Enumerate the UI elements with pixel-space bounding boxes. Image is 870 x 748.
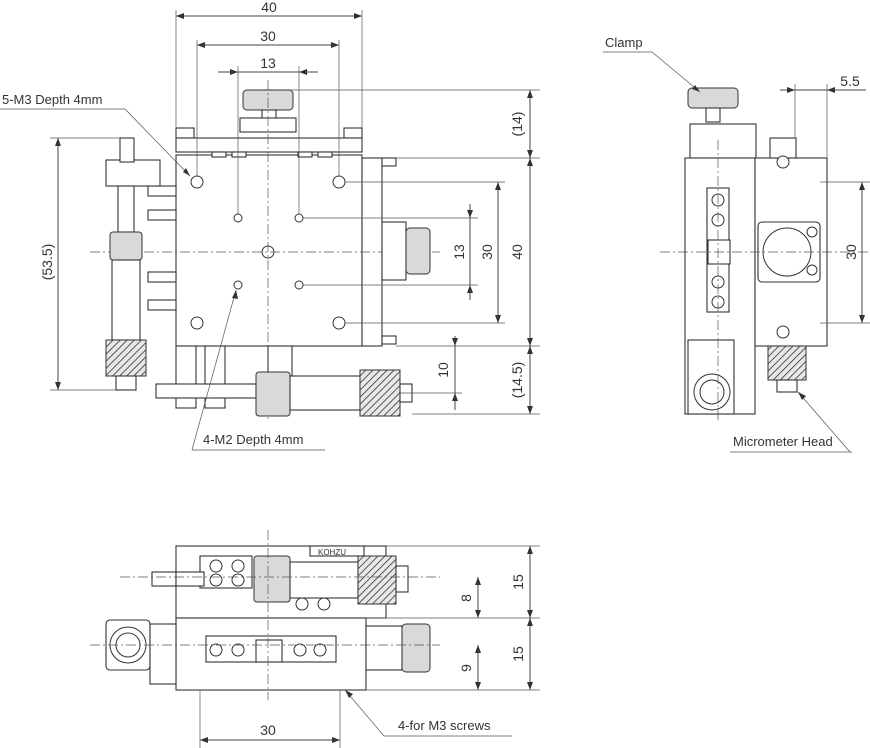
dim-side-height-30: 30	[843, 244, 859, 260]
label-micrometer-head: Micrometer Head	[733, 434, 833, 449]
front-drive-knob	[401, 623, 431, 673]
left-spindle	[117, 185, 135, 233]
front-micrometer-sleeve	[289, 561, 359, 599]
left-micrometer-thimble	[105, 339, 147, 377]
side-clamp-knob	[687, 87, 739, 109]
corner-tab-tl	[175, 127, 195, 139]
bottom-micrometer-thimble	[359, 369, 401, 417]
side-top-block	[689, 123, 757, 159]
bottom-post-far-left	[175, 345, 197, 409]
rail-end-tr	[381, 157, 397, 167]
m3-hole	[190, 316, 204, 330]
front-view: KOHZU	[90, 530, 540, 748]
dim-height-53-5: (53.5)	[39, 244, 55, 281]
corner-tab-tr	[343, 127, 363, 139]
front-micrometer-nut	[253, 555, 291, 603]
bottom-micrometer-nut	[255, 371, 291, 417]
label-m3-screws: 4-for M3 screws	[398, 718, 491, 733]
dim-height-40: 40	[509, 244, 525, 260]
dim-width-13: 13	[260, 55, 276, 71]
label-m2-holes: 4-M2 Depth 4mm	[203, 432, 303, 447]
dim-front-height-15-bottom: 15	[510, 646, 526, 662]
dim-front-height-8: 8	[458, 594, 474, 602]
bottom-spindle	[155, 383, 257, 399]
dim-height-14-5: (14.5)	[509, 362, 525, 399]
m2-hole	[233, 213, 243, 223]
dim-offset-5-5: 5.5	[840, 73, 860, 89]
dim-height-13: 13	[451, 244, 467, 260]
m3-hole	[332, 175, 346, 189]
dim-height-14: (14)	[509, 112, 525, 137]
dim-front-height-9: 9	[458, 664, 474, 672]
bottom-post-left	[204, 345, 226, 409]
front-micrometer-thimble	[357, 555, 397, 605]
side-drive-housing	[381, 221, 407, 281]
side-micrometer-thimble	[767, 345, 807, 381]
m2-hole	[233, 280, 243, 290]
left-micrometer-cap	[115, 375, 137, 391]
bottom-post-mid	[267, 345, 293, 377]
brand-label: KOHZU	[318, 548, 346, 557]
m3-hole	[190, 175, 204, 189]
m2-hole	[294, 280, 304, 290]
dim-height-10: 10	[435, 362, 451, 378]
dim-width-40: 40	[261, 0, 277, 15]
left-micrometer-nut	[109, 231, 143, 261]
bottom-micrometer-sleeve	[289, 375, 361, 411]
dim-width-30: 30	[260, 28, 276, 44]
label-m3-holes: 5-M3 Depth 4mm	[2, 92, 102, 107]
label-clamp: Clamp	[605, 35, 643, 50]
rail-end-br	[381, 335, 397, 345]
m2-hole	[294, 213, 304, 223]
dim-front-width-30: 30	[260, 722, 276, 738]
side-view: 5.5 30 Clamp Micrometer Head	[603, 35, 870, 453]
m3-hole	[332, 316, 346, 330]
side-drive-knob	[405, 227, 431, 275]
left-micrometer-sleeve	[111, 259, 141, 341]
front-screw-block-top	[199, 555, 253, 589]
dim-height-30: 30	[479, 244, 495, 260]
left-spindle-top	[119, 137, 135, 163]
top-view: 40 30 13 (14) 40 (14.5)	[0, 0, 540, 451]
top-rail	[175, 137, 363, 153]
dim-front-height-15-top: 15	[510, 574, 526, 590]
left-bracket	[105, 159, 161, 187]
